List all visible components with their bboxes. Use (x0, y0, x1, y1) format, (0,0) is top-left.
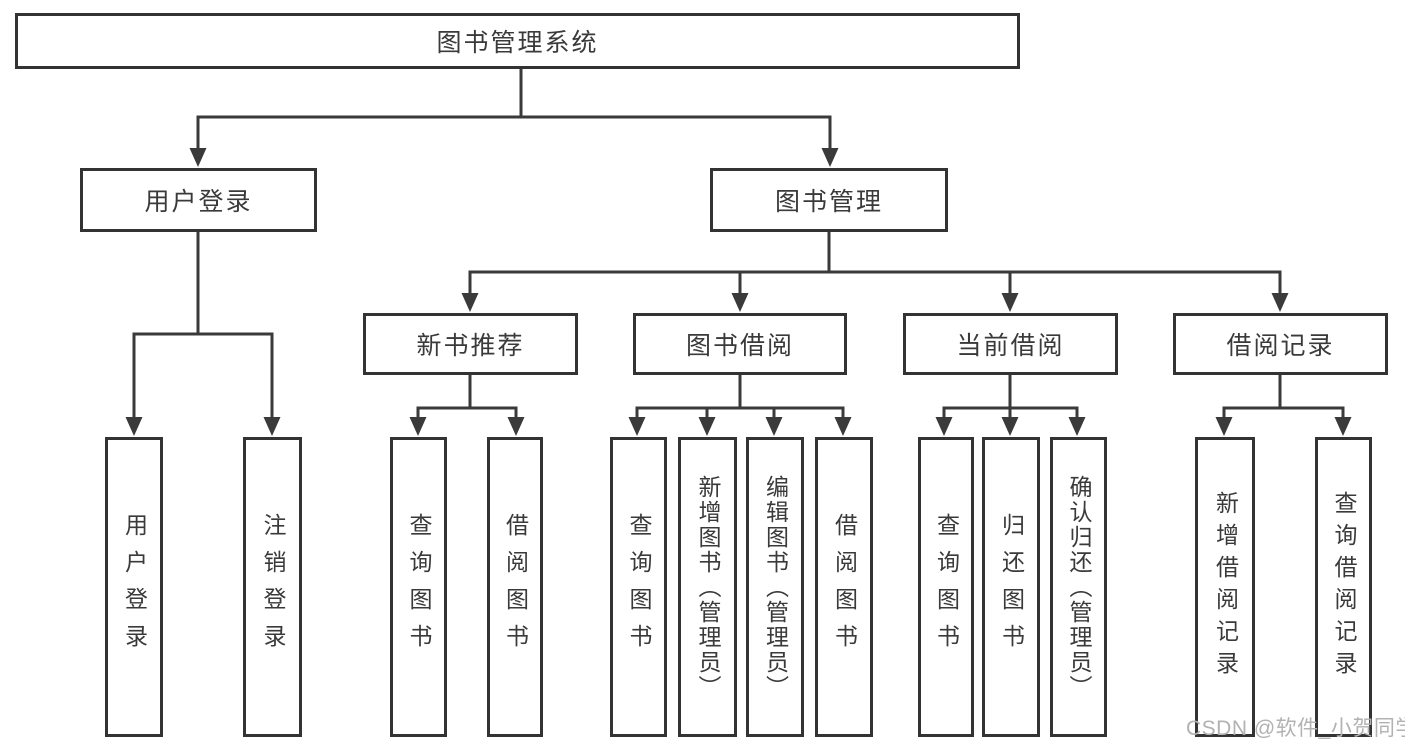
leaf-recommend-borrow-book-label: 借阅图书 (502, 513, 529, 661)
node-current-borrow: 当前借阅 (903, 313, 1118, 375)
leaf-borrow-book: 借阅图书 (815, 437, 873, 737)
leaf-return-book-label: 归还图书 (998, 513, 1025, 661)
leaf-logout-label: 注销登录 (260, 513, 286, 661)
node-book-borrow: 图书借阅 (633, 313, 847, 375)
leaf-recommend-query-book: 查询图书 (390, 437, 447, 737)
leaf-query-borrow-record: 查询借阅记录 (1315, 437, 1372, 737)
node-current-borrow-label: 当前借阅 (956, 332, 1065, 360)
node-new-book-recommend: 新书推荐 (363, 313, 578, 375)
leaf-query-borrow-record-label: 查询借阅记录 (1331, 491, 1357, 683)
node-book-borrow-label: 图书借阅 (685, 332, 794, 360)
leaf-confirm-return-admin-label: 确认归还（管理员） (1066, 474, 1092, 700)
leaf-borrow-query-book: 查询图书 (610, 437, 667, 737)
leaf-confirm-return-admin: 确认归还（管理员） (1050, 437, 1107, 737)
node-root: 图书管理系统 (15, 13, 1020, 69)
leaf-add-book-admin: 新增图书（管理员） (678, 437, 737, 737)
leaf-borrow-query-book-label: 查询图书 (626, 513, 652, 661)
leaf-edit-book-admin: 编辑图书（管理员） (746, 437, 804, 737)
leaf-logout: 注销登录 (243, 437, 302, 737)
node-book-management: 图书管理 (710, 168, 948, 232)
leaf-edit-book-admin-label: 编辑图书（管理员） (762, 474, 789, 700)
node-user-login-label: 用户登录 (144, 188, 253, 216)
node-root-label: 图书管理系统 (436, 29, 599, 57)
leaf-recommend-query-book-label: 查询图书 (406, 513, 432, 661)
leaf-borrow-book-label: 借阅图书 (831, 513, 858, 661)
leaf-user-login: 用户登录 (105, 437, 163, 737)
leaf-return-book: 归还图书 (982, 437, 1040, 737)
leaf-current-query-book: 查询图书 (918, 437, 974, 737)
leaf-recommend-borrow-book: 借阅图书 (487, 437, 543, 737)
leaf-add-borrow-record: 新增借阅记录 (1195, 437, 1255, 737)
node-user-login: 用户登录 (80, 168, 317, 232)
node-new-book-recommend-label: 新书推荐 (416, 332, 525, 360)
node-borrow-record-label: 借阅记录 (1226, 332, 1335, 360)
leaf-user-login-label: 用户登录 (121, 513, 148, 661)
node-borrow-record: 借阅记录 (1173, 313, 1388, 375)
node-book-management-label: 图书管理 (774, 188, 883, 216)
leaf-current-query-book-label: 查询图书 (933, 513, 960, 661)
leaf-add-book-admin-label: 新增图书（管理员） (695, 474, 721, 700)
watermark: CSDN @软件_小贺同学 (1186, 717, 1405, 740)
leaf-add-borrow-record-label: 新增借阅记录 (1212, 491, 1239, 683)
